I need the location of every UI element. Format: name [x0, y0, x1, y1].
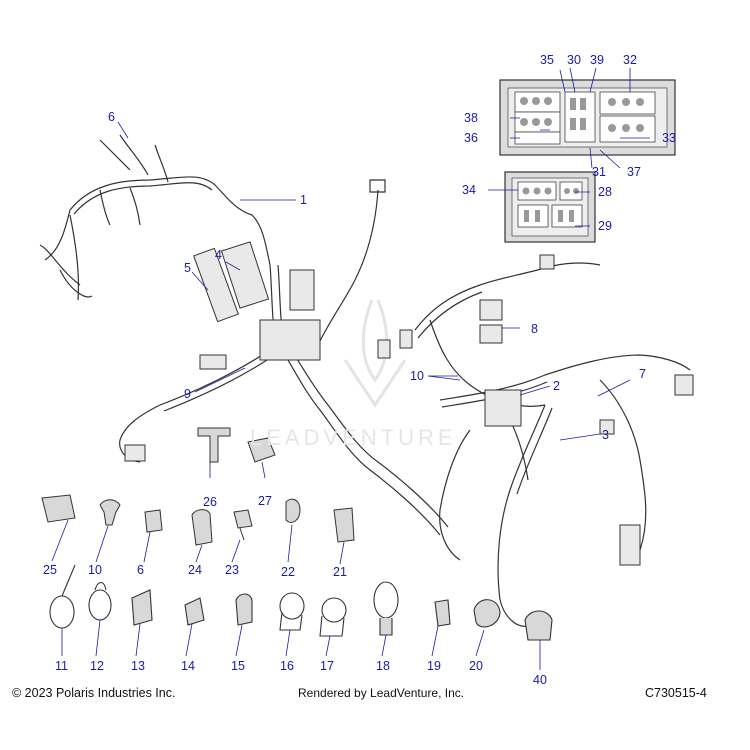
callout-33[interactable]: 33	[662, 131, 676, 145]
callout-9[interactable]: 9	[184, 387, 191, 401]
callout-34[interactable]: 34	[462, 183, 476, 197]
part-26	[197, 427, 231, 463]
hardware-row-2	[49, 564, 553, 641]
callout-10-hardware[interactable]: 10	[88, 563, 102, 577]
part-10	[99, 499, 121, 526]
callout-20[interactable]: 20	[469, 659, 483, 673]
watermark-logo	[343, 299, 407, 408]
harness-connectors	[124, 241, 694, 566]
callout-27[interactable]: 27	[258, 494, 272, 508]
part-25	[41, 494, 76, 523]
part-24	[191, 509, 213, 546]
callout-26[interactable]: 26	[203, 495, 217, 509]
callout-6-hardware[interactable]: 6	[137, 563, 144, 577]
callout-5[interactable]: 5	[184, 261, 191, 275]
copyright-text: © 2023 Polaris Industries Inc.	[12, 686, 176, 700]
callout-6-top[interactable]: 6	[108, 110, 115, 124]
callout-16[interactable]: 16	[280, 659, 294, 673]
leader-lines	[51, 67, 650, 670]
callout-4[interactable]: 4	[215, 248, 222, 262]
callout-30[interactable]: 30	[567, 53, 581, 67]
callout-38[interactable]: 38	[464, 111, 478, 125]
callout-13[interactable]: 13	[131, 659, 145, 673]
callout-28[interactable]: 28	[598, 185, 612, 199]
callout-11[interactable]: 11	[55, 659, 68, 673]
callout-29[interactable]: 29	[598, 219, 612, 233]
callout-8[interactable]: 8	[531, 322, 538, 336]
callout-35[interactable]: 35	[540, 53, 554, 67]
callout-40[interactable]: 40	[533, 673, 547, 687]
part-27	[247, 437, 276, 463]
callout-25[interactable]: 25	[43, 563, 57, 577]
callout-15[interactable]: 15	[231, 659, 245, 673]
part-23	[233, 509, 253, 541]
fuse-box-secondary	[504, 171, 596, 243]
diagram-code: C730515-4	[645, 686, 707, 700]
callout-1[interactable]: 1	[300, 193, 307, 207]
part-6	[144, 509, 163, 533]
callout-39[interactable]: 39	[590, 53, 604, 67]
fuse-box-main	[499, 79, 676, 156]
hardware-row-1	[41, 427, 355, 546]
part-22	[285, 498, 301, 523]
callout-10-harness[interactable]: 10	[410, 369, 424, 383]
callout-23[interactable]: 23	[225, 563, 239, 577]
callout-24[interactable]: 24	[188, 563, 202, 577]
callout-37[interactable]: 37	[627, 165, 641, 179]
callout-32[interactable]: 32	[623, 53, 637, 67]
rendered-by-text: Rendered by LeadVenture, Inc.	[298, 686, 465, 700]
callout-36[interactable]: 36	[464, 131, 478, 145]
callout-18[interactable]: 18	[376, 659, 390, 673]
callout-3[interactable]: 3	[602, 428, 609, 442]
part-21	[333, 507, 355, 543]
callout-31[interactable]: 31	[592, 165, 606, 179]
callout-22[interactable]: 22	[281, 565, 295, 579]
callout-14[interactable]: 14	[181, 659, 195, 673]
callout-2[interactable]: 2	[553, 379, 560, 393]
main-harness	[39, 134, 691, 627]
callout-17[interactable]: 17	[320, 659, 334, 673]
callout-19[interactable]: 19	[427, 659, 441, 673]
callout-12[interactable]: 12	[90, 659, 104, 673]
callout-7[interactable]: 7	[639, 367, 646, 381]
watermark-text: LEADVENTURE	[250, 425, 457, 450]
callout-21[interactable]: 21	[333, 565, 347, 579]
